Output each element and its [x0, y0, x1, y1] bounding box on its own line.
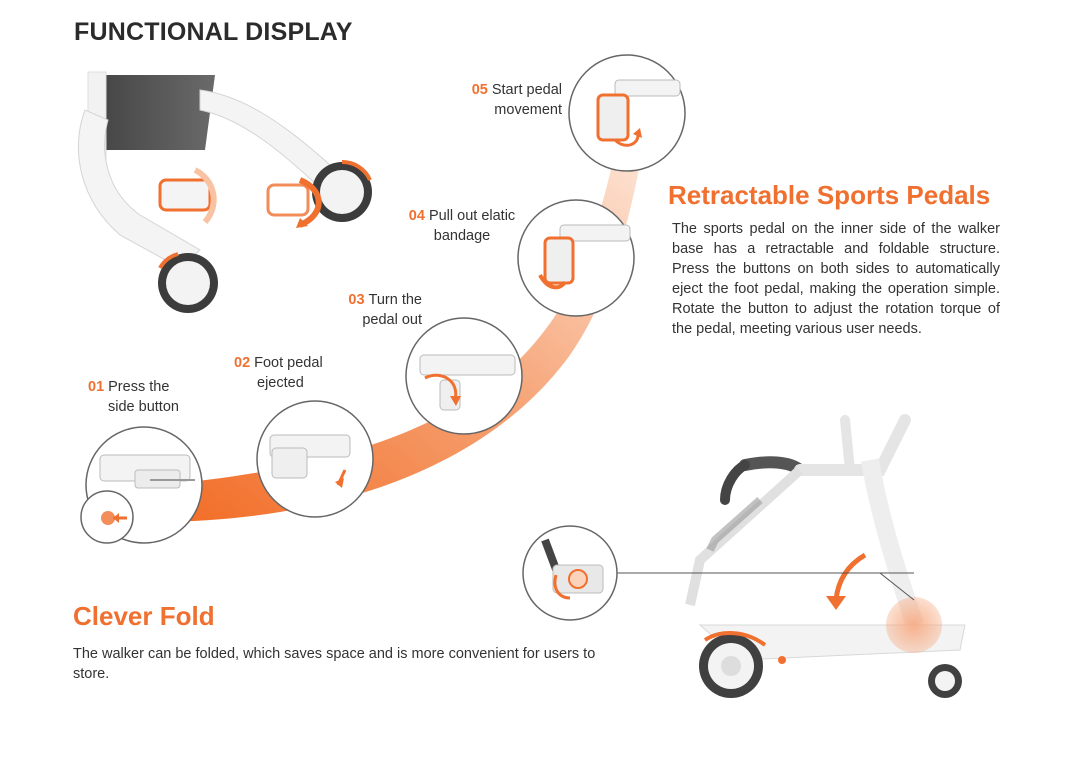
folded-walker	[685, 414, 966, 698]
pedals-description: The sports pedal on the inner side of th…	[672, 221, 1000, 337]
step-05-number: 05	[471, 82, 488, 98]
fold-description: The walker can be folded, which saves sp…	[73, 646, 596, 682]
step-03-line1: Turn the	[368, 292, 422, 308]
step-01-line2: side button	[108, 399, 179, 415]
step-03-number: 03	[348, 292, 365, 308]
step-02-image	[256, 400, 374, 518]
step-04-image	[517, 199, 635, 317]
step-03-image	[405, 317, 523, 435]
step-01-number: 01	[88, 379, 105, 395]
step-02-line1: Foot pedal	[254, 355, 323, 371]
step-02-line2: ejected	[257, 375, 304, 391]
step-03-line2: pedal out	[362, 312, 422, 328]
step-01-line1: Press the	[108, 379, 170, 395]
fold-heading: Clever Fold	[73, 601, 215, 631]
step-02-number: 02	[234, 355, 251, 371]
progress-band	[150, 140, 643, 522]
step-04-line1: Pull out elatic	[428, 208, 516, 224]
fold-detail-image	[522, 525, 618, 621]
walker-base-closeup	[77, 71, 372, 313]
step-04-number: 04	[408, 208, 425, 224]
step-04-line2: bandage	[433, 228, 491, 244]
pedals-heading: Retractable Sports Pedals	[668, 180, 991, 210]
page-title: FUNCTIONAL DISPLAY	[74, 18, 353, 46]
step-01-image	[80, 426, 203, 544]
step-05-line1: Start pedal	[491, 82, 562, 98]
step-05-line2: movement	[494, 102, 562, 118]
step-05-image	[568, 54, 686, 172]
